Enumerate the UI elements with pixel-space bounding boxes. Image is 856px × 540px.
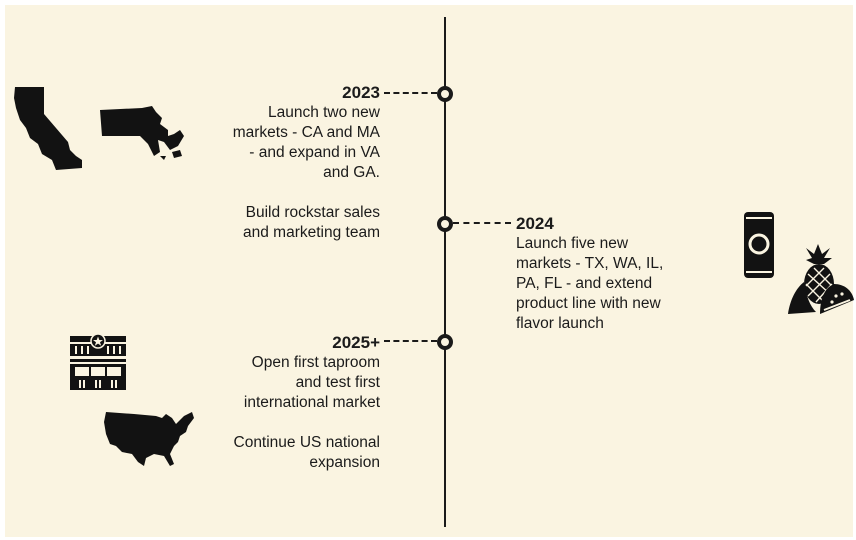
desc-line: Launch two new xyxy=(267,104,380,121)
fruit-icon xyxy=(784,244,856,316)
desc-line: international market xyxy=(243,394,380,411)
desc-line: product line with new xyxy=(516,295,661,312)
desc-line: and GA. xyxy=(323,164,380,181)
milestone-year-2024: 2024 xyxy=(516,214,554,233)
desc-line: markets - CA and MA xyxy=(232,124,380,141)
massachusetts-icon xyxy=(98,106,188,162)
timeline-axis xyxy=(444,17,446,527)
milestone-sub-2023: Build rockstar sales and marketing team xyxy=(180,203,380,243)
connector-2025 xyxy=(384,340,437,342)
milestone-node-2025 xyxy=(437,334,453,350)
desc-line: PA, FL - and extend xyxy=(516,275,653,292)
milestone-desc-2023: Launch two new markets - CA and MA - and… xyxy=(180,103,380,183)
taproom-icon xyxy=(68,332,128,392)
milestone-sub-2025: Continue US national expansion xyxy=(180,433,381,473)
desc-line: markets - TX, WA, IL, xyxy=(516,255,664,272)
milestone-year-2025: 2025+ xyxy=(332,333,380,352)
desc-line: expansion xyxy=(309,454,380,471)
milestone-node-2023 xyxy=(437,86,453,102)
desc-line: Open first taproom xyxy=(251,354,380,371)
desc-line: flavor launch xyxy=(516,315,604,332)
desc-line: and test first xyxy=(295,374,380,391)
california-icon xyxy=(12,86,86,172)
connector-2023 xyxy=(384,92,437,94)
desc-line: Continue US national xyxy=(233,434,381,451)
can-icon xyxy=(742,210,776,280)
milestone-node-2024 xyxy=(437,216,453,232)
milestone-desc-2025: Open first taproom and test first intern… xyxy=(180,353,380,413)
desc-line: Launch five new xyxy=(516,235,629,252)
desc-line: Build rockstar sales xyxy=(245,204,380,221)
desc-line: - and expand in VA xyxy=(249,144,380,161)
usa-map-icon xyxy=(104,408,196,468)
milestone-year-2023: 2023 xyxy=(342,83,380,102)
desc-line: and marketing team xyxy=(243,224,380,241)
milestone-desc-2024: Launch five new markets - TX, WA, IL, PA… xyxy=(516,234,726,334)
connector-2024 xyxy=(453,222,511,224)
